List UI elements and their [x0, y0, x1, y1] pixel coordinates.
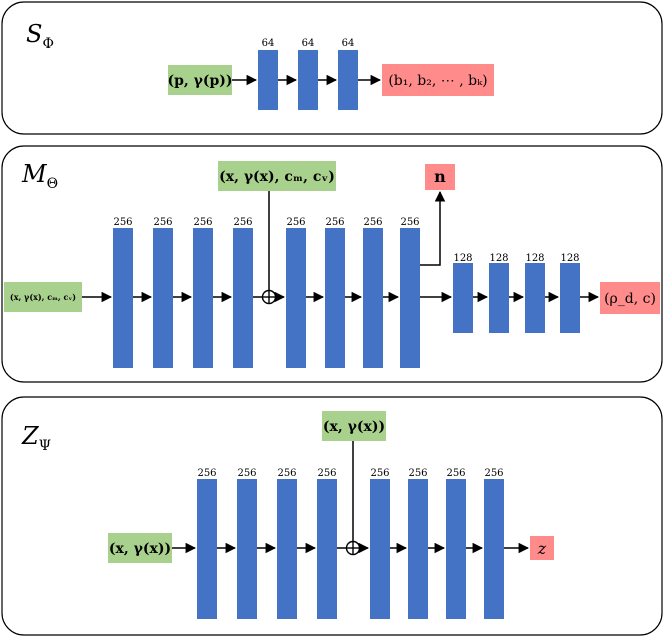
z-layer-7-width: 256	[446, 468, 465, 479]
m-layer-12	[560, 263, 580, 333]
panel-z-title: ZΨ	[21, 422, 51, 454]
z-layer-8	[484, 479, 504, 619]
s-layer-1	[258, 50, 278, 110]
z-layer-1	[197, 479, 217, 619]
z-input-label: (x, γ(x))	[109, 541, 171, 557]
m-layer-11	[525, 263, 545, 333]
z-output-box	[530, 536, 554, 560]
panel-s: SΦ (p, γ(p)) 64 64 64 (b₁, b₂, ⋯ , bₖ)	[1, 1, 663, 135]
m-layer-3	[193, 228, 213, 368]
m-layer-2-width: 256	[153, 217, 172, 228]
z-skip-input-box	[322, 411, 386, 441]
s-output-box	[382, 64, 494, 96]
z-concat-icon	[345, 540, 361, 556]
z-layer-7	[446, 479, 466, 619]
m-layer-4-width: 256	[233, 217, 252, 228]
m-input-label: (x, γ(x), cₘ, cᵥ)	[10, 292, 76, 302]
panel-s-title: SΦ	[26, 20, 54, 52]
m-layer-2	[153, 228, 173, 368]
m-layer-6	[325, 228, 345, 368]
z-input-box	[108, 533, 172, 563]
s-layer-2	[298, 50, 318, 110]
s-input-label: (p, γ(p))	[167, 73, 232, 89]
panel-s-frame	[1, 1, 663, 135]
z-layer-6-width: 256	[408, 468, 427, 479]
s-output-label: (b₁, b₂, ⋯ , bₖ)	[388, 73, 487, 89]
z-layer-4	[317, 479, 337, 619]
m-concat-icon	[261, 289, 277, 305]
m-skip-input-box	[218, 161, 336, 191]
s-layer-3-width: 64	[342, 38, 355, 49]
s-layer-1-width: 64	[262, 38, 275, 49]
m-layer-8-width: 256	[400, 217, 419, 228]
panel-m: MΘ (x, γ(x), cₘ, cᵥ) (x, γ(x),	[1, 145, 663, 383]
m-skip-input-label: (x, γ(x), cₘ, cᵥ)	[219, 169, 335, 185]
s-input-box	[168, 65, 232, 95]
m-layer-1-width: 256	[113, 217, 132, 228]
z-layer-2	[237, 479, 257, 619]
m-layer-7	[363, 228, 383, 368]
m-layer-10	[489, 263, 509, 333]
m-normal-output-label: n	[434, 167, 446, 186]
z-layer-3	[277, 479, 297, 619]
z-layer-5-width: 256	[370, 468, 389, 479]
z-layer-5	[370, 479, 390, 619]
z-layer-1-width: 256	[197, 468, 216, 479]
m-layer-9-width: 128	[453, 253, 472, 264]
z-skip-input-label: (x, γ(x))	[323, 419, 385, 435]
z-layer-3-width: 256	[277, 468, 296, 479]
z-layer-4-width: 256	[317, 468, 336, 479]
m-layer-8	[400, 228, 420, 368]
m-layer-6-width: 256	[325, 217, 344, 228]
m-normal-output-box	[425, 164, 455, 190]
panel-z: ZΨ (x, γ(x)) (x, γ(x)) 256 256	[1, 396, 663, 636]
z-output-label: z	[537, 539, 547, 558]
s-layer-2-width: 64	[302, 38, 315, 49]
m-input-box	[4, 282, 82, 312]
m-output-box	[600, 282, 660, 314]
z-layer-8-width: 256	[484, 468, 503, 479]
m-layer-9	[453, 263, 473, 333]
z-layer-2-width: 256	[237, 468, 256, 479]
m-layer-5-width: 256	[286, 217, 305, 228]
panel-m-title: MΘ	[21, 160, 58, 192]
m-layer-7-width: 256	[363, 217, 382, 228]
m-layer-1	[113, 228, 133, 368]
m-layer-4	[233, 228, 253, 368]
m-layer-3-width: 256	[193, 217, 212, 228]
s-layer-3	[338, 50, 358, 110]
m-layer-5	[286, 228, 306, 368]
m-layer-11-width: 128	[525, 253, 544, 264]
m-layer-10-width: 128	[489, 253, 508, 264]
z-layer-6	[408, 479, 428, 619]
m-layer-12-width: 128	[560, 253, 579, 264]
m-output-label: (ρ_d, c)	[604, 291, 656, 307]
